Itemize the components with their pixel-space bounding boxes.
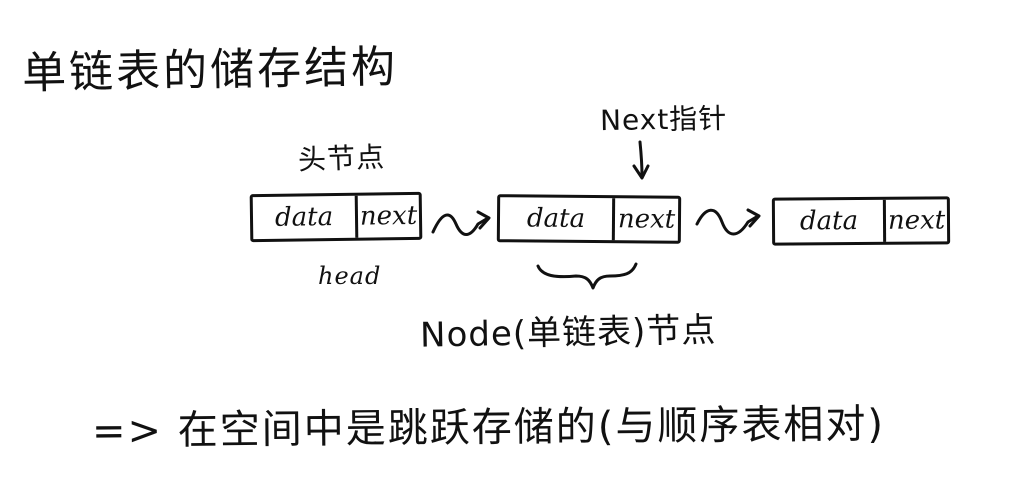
- wavy-arrow-icon: [695, 208, 760, 236]
- down-arrow-icon: [638, 140, 644, 178]
- arrowhead-icon: [746, 208, 761, 228]
- node-data-field: data: [499, 197, 616, 241]
- head-pointer-label: head: [318, 262, 382, 290]
- next-pointer-label: Next指针: [599, 101, 728, 138]
- wavy-arrow-icon: [431, 213, 490, 236]
- node-next-field: next: [887, 205, 946, 236]
- node-next-field: next: [617, 204, 676, 235]
- linked-list-node-head: data next: [249, 191, 423, 243]
- head-node-label: 头节点: [297, 140, 386, 177]
- node-data-field: data: [774, 199, 887, 243]
- diagram-title: 单链表的储存结构: [21, 41, 399, 100]
- arrowhead-icon: [632, 164, 650, 180]
- node-type-label: Node(单链表)节点: [419, 310, 717, 356]
- linked-list-node-middle: data next: [496, 194, 682, 244]
- brace-icon: [536, 262, 638, 290]
- linked-list-node-tail: data next: [771, 196, 951, 246]
- storage-note: => 在空间中是跳跃存储的(与顺序表相对): [91, 401, 886, 455]
- arrowhead-icon: [476, 210, 491, 230]
- node-next-field: next: [359, 200, 418, 232]
- node-data-field: data: [252, 195, 359, 240]
